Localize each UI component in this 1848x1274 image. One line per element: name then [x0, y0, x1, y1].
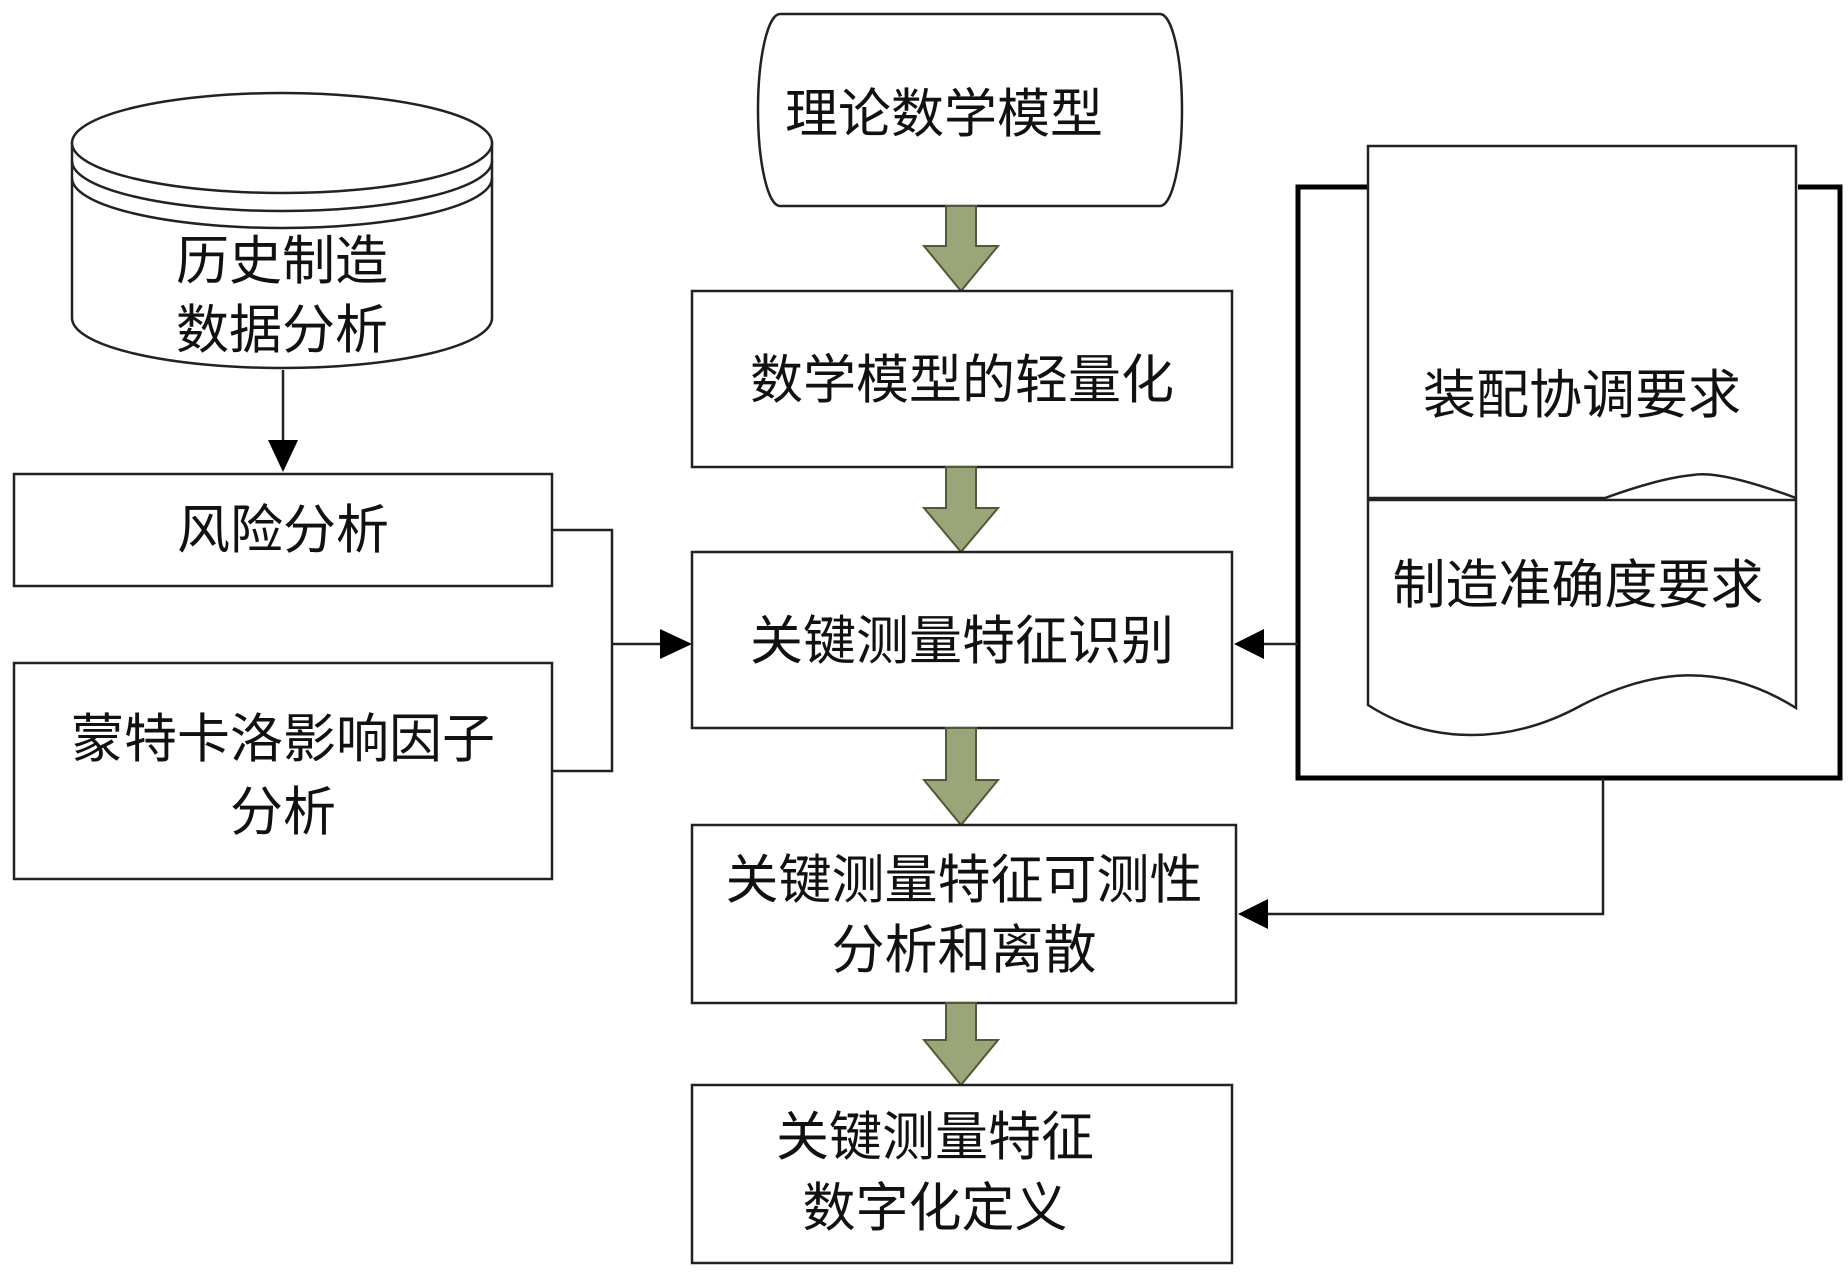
connector-left-to-identify [552, 528, 692, 773]
risk-analysis-box: 风险分析 [12, 472, 554, 588]
monte-carlo-label-line2: 分析 [230, 782, 336, 843]
assembly-requirement-label: 装配协调要求 [1423, 365, 1741, 426]
arrow-requirements-to-identify [1234, 629, 1298, 659]
accuracy-requirement-document: 制造准确度要求 [1366, 498, 1798, 737]
monte-carlo-label-line1: 蒙特卡洛影响因子 [71, 709, 495, 770]
definition-label-line1: 关键测量特征 [776, 1107, 1094, 1168]
monte-carlo-box: 蒙特卡洛影响因子 分析 [12, 661, 554, 881]
accuracy-requirement-label: 制造准确度要求 [1393, 555, 1764, 616]
lightweight-model-box: 数学模型的轻量化 [690, 289, 1234, 469]
identify-box: 关键测量特征识别 [690, 550, 1234, 730]
definition-box: 关键测量特征 数字化定义 [690, 1083, 1234, 1265]
assembly-requirement-document: 装配协调要求 [1366, 144, 1798, 500]
theory-model-node: 理论数学模型 [756, 12, 1184, 208]
measurability-label-line2: 分析和离散 [832, 920, 1097, 981]
risk-analysis-label: 风险分析 [177, 500, 389, 561]
flow-arrow-3 [921, 727, 1001, 827]
lightweight-model-label: 数学模型的轻量化 [750, 350, 1174, 411]
history-data-label-line2: 数据分析 [176, 300, 388, 361]
measurability-label-line1: 关键测量特征可测性 [726, 850, 1203, 911]
arrow-history-to-risk [268, 370, 298, 472]
history-data-label-line1: 历史制造 [176, 231, 388, 292]
flow-arrow-4 [921, 1002, 1001, 1087]
arrow-requirements-to-measurability [1238, 778, 1605, 929]
identify-label: 关键测量特征识别 [750, 611, 1174, 672]
history-data-database: 历史制造 数据分析 [70, 91, 494, 370]
flow-arrow-2 [921, 466, 1001, 554]
theory-model-label: 理论数学模型 [785, 84, 1103, 145]
measurability-box: 关键测量特征可测性 分析和离散 [690, 823, 1238, 1005]
requirements-group: 装配协调要求 制造准确度要求 [1295, 144, 1843, 781]
flow-arrow-1 [921, 205, 1001, 293]
definition-label-line2: 数字化定义 [803, 1178, 1068, 1239]
